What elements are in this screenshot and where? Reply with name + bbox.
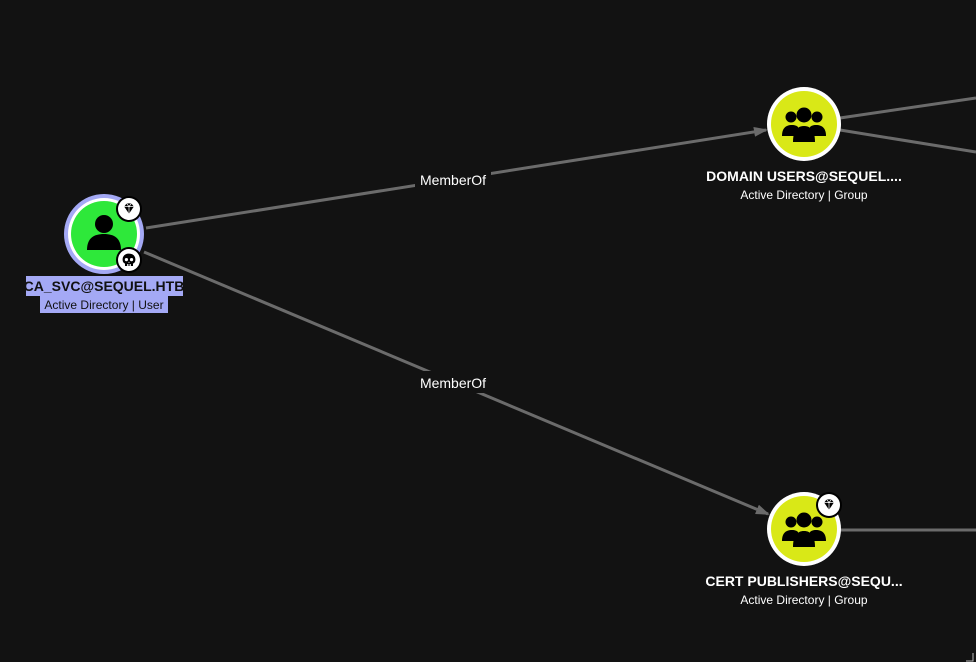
edge-label: MemberOf bbox=[420, 375, 486, 391]
node-label: DOMAIN USERS@SEQUEL.... bbox=[706, 168, 902, 184]
node-subtitle: Active Directory | User bbox=[44, 298, 163, 312]
edge-offscreen-2[interactable] bbox=[839, 128, 976, 154]
node-subtitle: Active Directory | Group bbox=[740, 188, 867, 202]
tier-zero-gem-icon bbox=[816, 492, 842, 518]
node-subtitle: Active Directory | Group bbox=[740, 593, 867, 607]
resize-handle[interactable] bbox=[966, 653, 974, 662]
node-circle bbox=[771, 91, 837, 157]
offscreen-edges bbox=[839, 96, 976, 532]
tier-zero-gem-icon bbox=[116, 196, 142, 222]
edge-offscreen-1[interactable] bbox=[839, 96, 976, 120]
edge-memberof-cert-publishers[interactable]: MemberOf bbox=[143, 250, 770, 516]
node-cert-publishers[interactable]: CERT PUBLISHERS@SEQU... Active Directory… bbox=[705, 492, 903, 607]
node-ca-svc[interactable]: CA_SVC@SEQUEL.HTB Active Directory | Use… bbox=[24, 194, 185, 313]
node-label: CA_SVC@SEQUEL.HTB bbox=[24, 278, 185, 294]
node-domain-users[interactable]: DOMAIN USERS@SEQUEL.... Active Directory… bbox=[706, 87, 902, 202]
node-label: CERT PUBLISHERS@SEQU... bbox=[705, 573, 902, 589]
edge-memberof-domain-users[interactable]: MemberOf bbox=[145, 126, 768, 230]
edge-label: MemberOf bbox=[420, 172, 486, 188]
owned-skull-icon bbox=[116, 247, 142, 273]
